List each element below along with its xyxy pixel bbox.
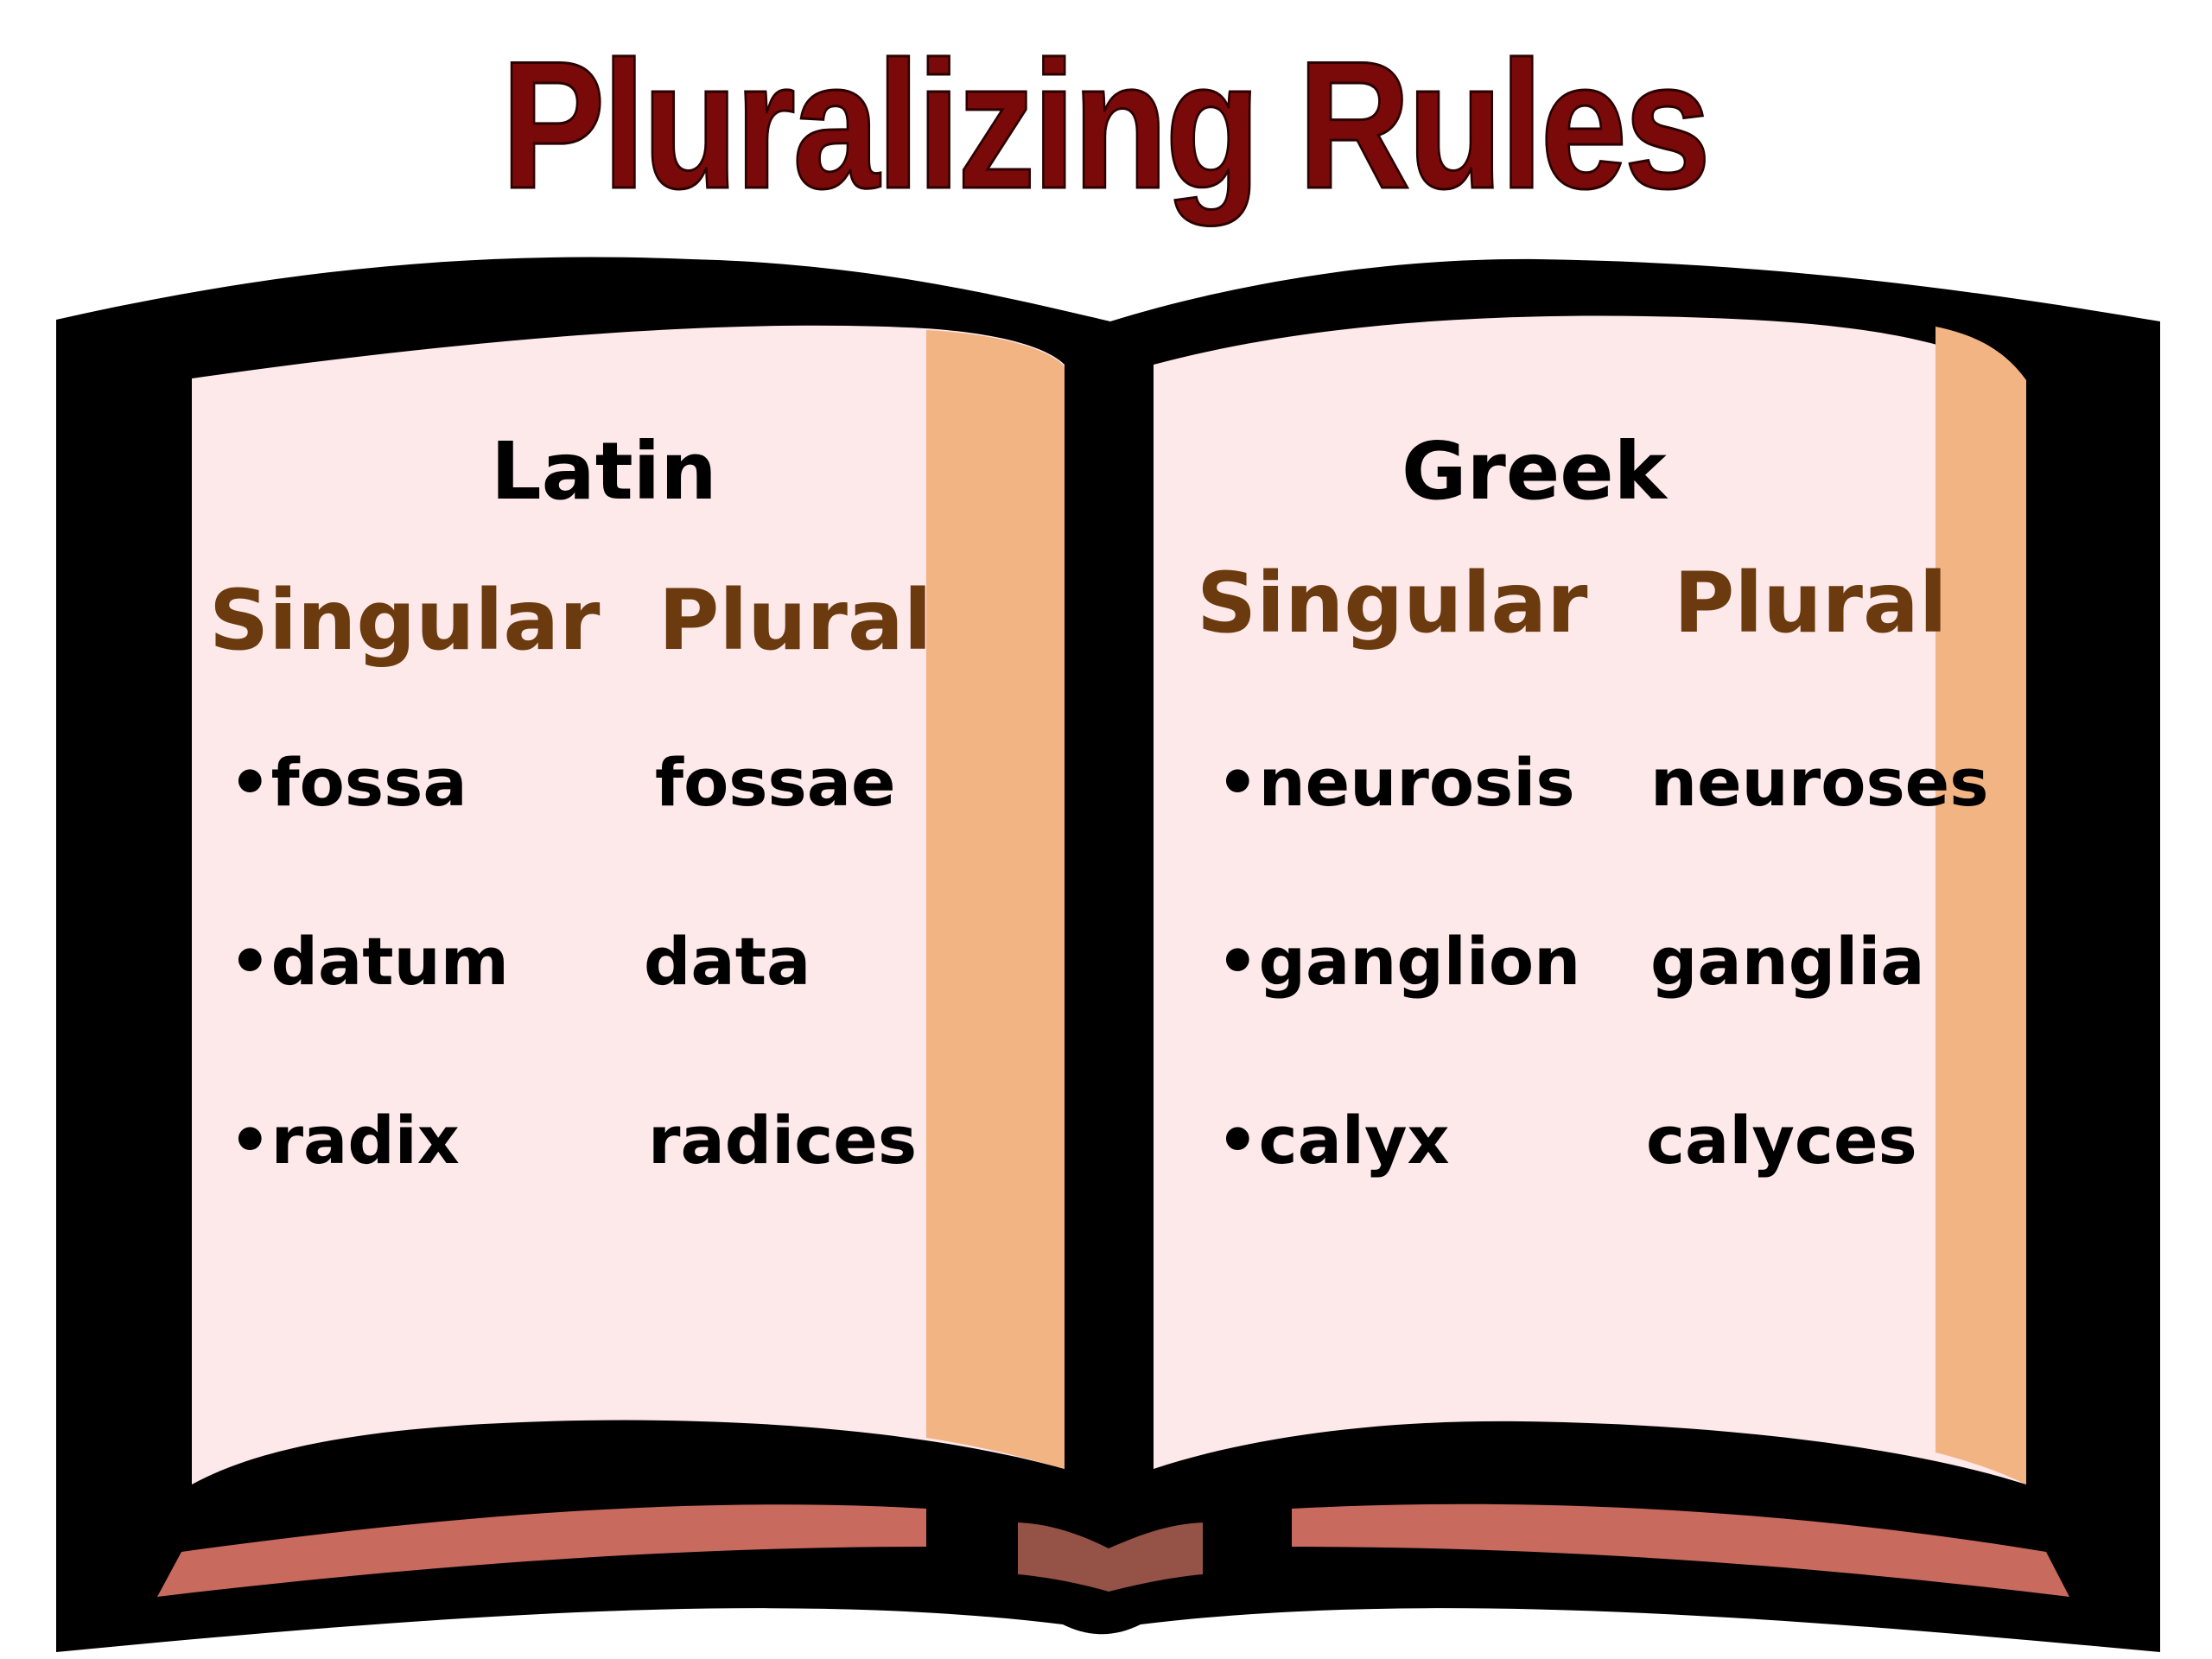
left-ribbon (157, 1504, 926, 1597)
latin-singular-1: •fossa (229, 744, 467, 821)
greek-plural-3: calyces (1646, 1102, 1917, 1179)
latin-singular-3: •radix (229, 1102, 460, 1179)
greek-singular-label: Singular (1197, 555, 1588, 652)
latin-singular-label: Singular (209, 572, 601, 669)
page-title: Pluralizing Rules (500, 23, 1713, 226)
greek-plural-1: neuroses (1650, 744, 1989, 821)
latin-plural-label: Plural (658, 572, 932, 669)
latin-singular-2: •datum (229, 923, 509, 1000)
latin-plural-3: radices (648, 1102, 918, 1179)
right-ribbon (1292, 1503, 2069, 1597)
right-page-edge (1936, 327, 2026, 1484)
greek-singular-3: •calyx (1217, 1102, 1450, 1179)
right-page (1154, 315, 2026, 1484)
left-page-edge (926, 330, 1065, 1469)
spine-ribbon (1018, 1522, 1203, 1592)
book-bottom-edge (56, 1608, 2160, 1659)
greek-heading: Greek (1402, 425, 1667, 518)
latin-heading: Latin (491, 425, 717, 518)
left-page (192, 325, 1065, 1485)
greek-singular-1: •neurosis (1217, 744, 1575, 821)
latin-plural-1: fossae (655, 744, 896, 821)
greek-singular-2: •ganglion (1217, 923, 1581, 1000)
latin-plural-2: data (644, 923, 811, 1000)
greek-plural-label: Plural (1674, 555, 1948, 652)
greek-plural-2: ganglia (1650, 923, 1925, 1000)
